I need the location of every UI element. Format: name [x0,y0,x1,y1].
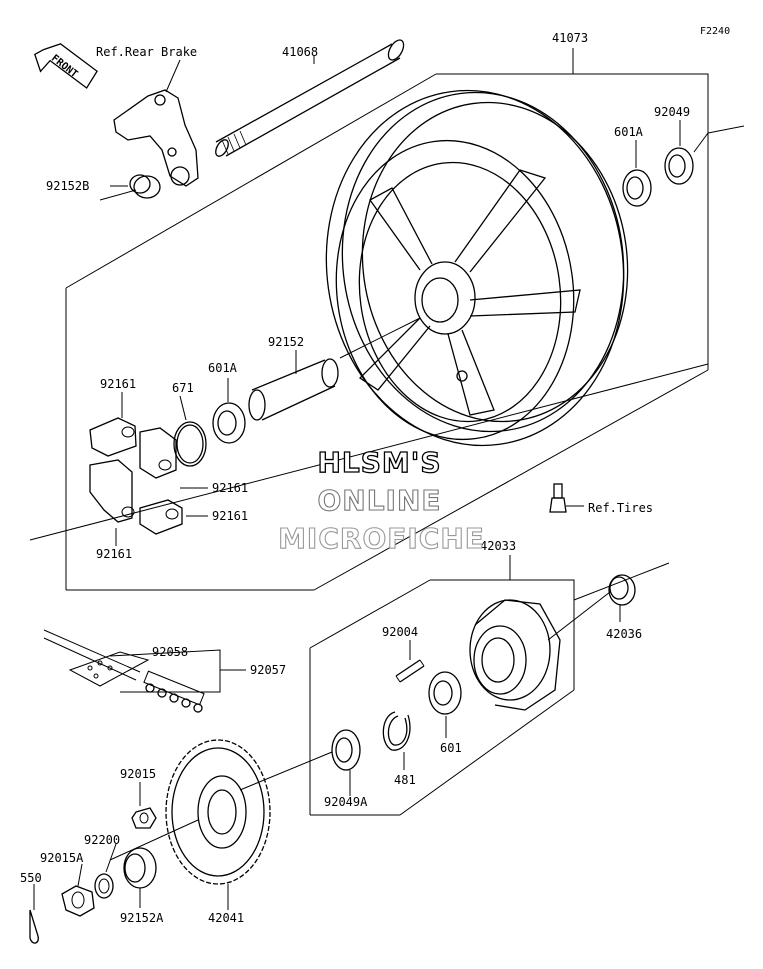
rear-sprocket-drawing [109,739,333,885]
part-label-92049: 92049 [654,105,690,119]
bearing-601-drawing [428,671,462,715]
axle-drawing [215,39,405,157]
part-label-41073: 41073 [552,31,588,45]
figure-id: F2240 [700,26,730,37]
part-label-92152: 92152 [268,335,304,349]
part-label-601: 601 [440,741,462,755]
collar-92152-drawing [248,358,339,421]
part-label-92200: 92200 [84,833,120,847]
bearing-601a-top-drawing [622,169,652,207]
part-label-92049a: 92049A [324,795,368,809]
part-label-92015: 92015 [120,767,156,781]
part-label-92015a: 92015A [40,851,84,865]
watermark-line-1: HLSM'S [317,445,442,479]
part-label-42041: 42041 [208,911,244,925]
circlip-481-drawing [382,711,411,751]
part-label-671: 671 [172,381,194,395]
oil-seal-92049-drawing [664,147,694,185]
assembly-outline [29,73,745,591]
part-label-42033: 42033 [480,539,516,553]
collar-92152b-drawing [99,174,161,201]
part-label-601a-top: 601A [614,125,644,139]
ref-tires-label: Ref.Tires [588,501,653,515]
washer-92200-drawing [94,873,114,899]
dampers-92161-drawing [89,417,183,535]
front-direction-arrow: FRONT [34,43,98,89]
ref-rear-brake-label: Ref.Rear Brake [96,45,197,59]
part-label-92152a: 92152A [120,911,164,925]
part-label-92152b: 92152B [46,179,89,193]
sprocket-hub-drawing [469,591,611,711]
part-label-92161-c: 92161 [212,509,248,523]
part-label-41068: 41068 [282,45,318,59]
part-label-481: 481 [394,773,416,787]
cotter-pin-550-drawing [29,886,39,944]
o-ring-671-drawing [173,421,207,467]
bearing-601a-mid-drawing [212,402,246,444]
collar-42036-drawing [608,574,636,606]
chain-drawing [43,629,205,713]
part-label-92161-b: 92161 [212,481,248,495]
hub-assembly-outline [309,562,670,816]
part-label-550: 550 [20,871,42,885]
wheel-rim-drawing [325,89,629,447]
part-label-92057: 92057 [250,663,286,677]
valve-stem-drawing [549,483,567,513]
part-label-92161-a: 92161 [100,377,136,391]
part-label-92004: 92004 [382,625,418,639]
stud-92004-drawing [395,659,425,683]
watermark-line-2: ONLINE [317,483,442,517]
collar-92152a-drawing [123,847,157,889]
part-label-92161-d: 92161 [96,547,132,561]
part-labels: F2240 Ref.Rear Brake Ref.Tires 41068 410… [20,26,730,925]
rear-brake-bracket-drawing [113,59,199,187]
watermark-line-3: MICROFICHE [278,521,485,555]
oil-seal-92049a-drawing [331,729,361,771]
part-label-601a-mid: 601A [208,361,238,375]
nut-92015-drawing [131,807,157,829]
nut-92015a-drawing [61,885,95,917]
part-label-92058: 92058 [152,645,188,659]
part-label-42036: 42036 [606,627,642,641]
leader-lines [33,48,681,910]
